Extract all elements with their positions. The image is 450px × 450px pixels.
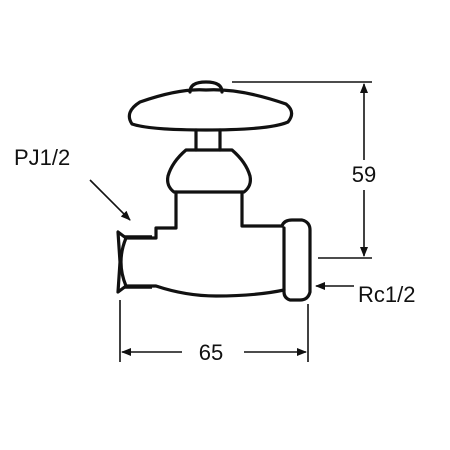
valve-bonnet [166,148,252,194]
height-label: 59 [352,162,376,187]
inlet-thread-label: PJ1/2 [14,145,70,170]
height-dimension [232,81,372,259]
width-label: 65 [199,340,223,365]
inlet-leader-arrow [89,179,131,221]
outlet-thread-label: Rc1/2 [358,282,415,307]
valve-body [119,190,286,298]
inlet-end [116,230,152,294]
outlet-end [280,218,312,302]
width-dimension [119,300,309,362]
handle-wheel [127,80,294,132]
valve-stem [194,128,222,152]
